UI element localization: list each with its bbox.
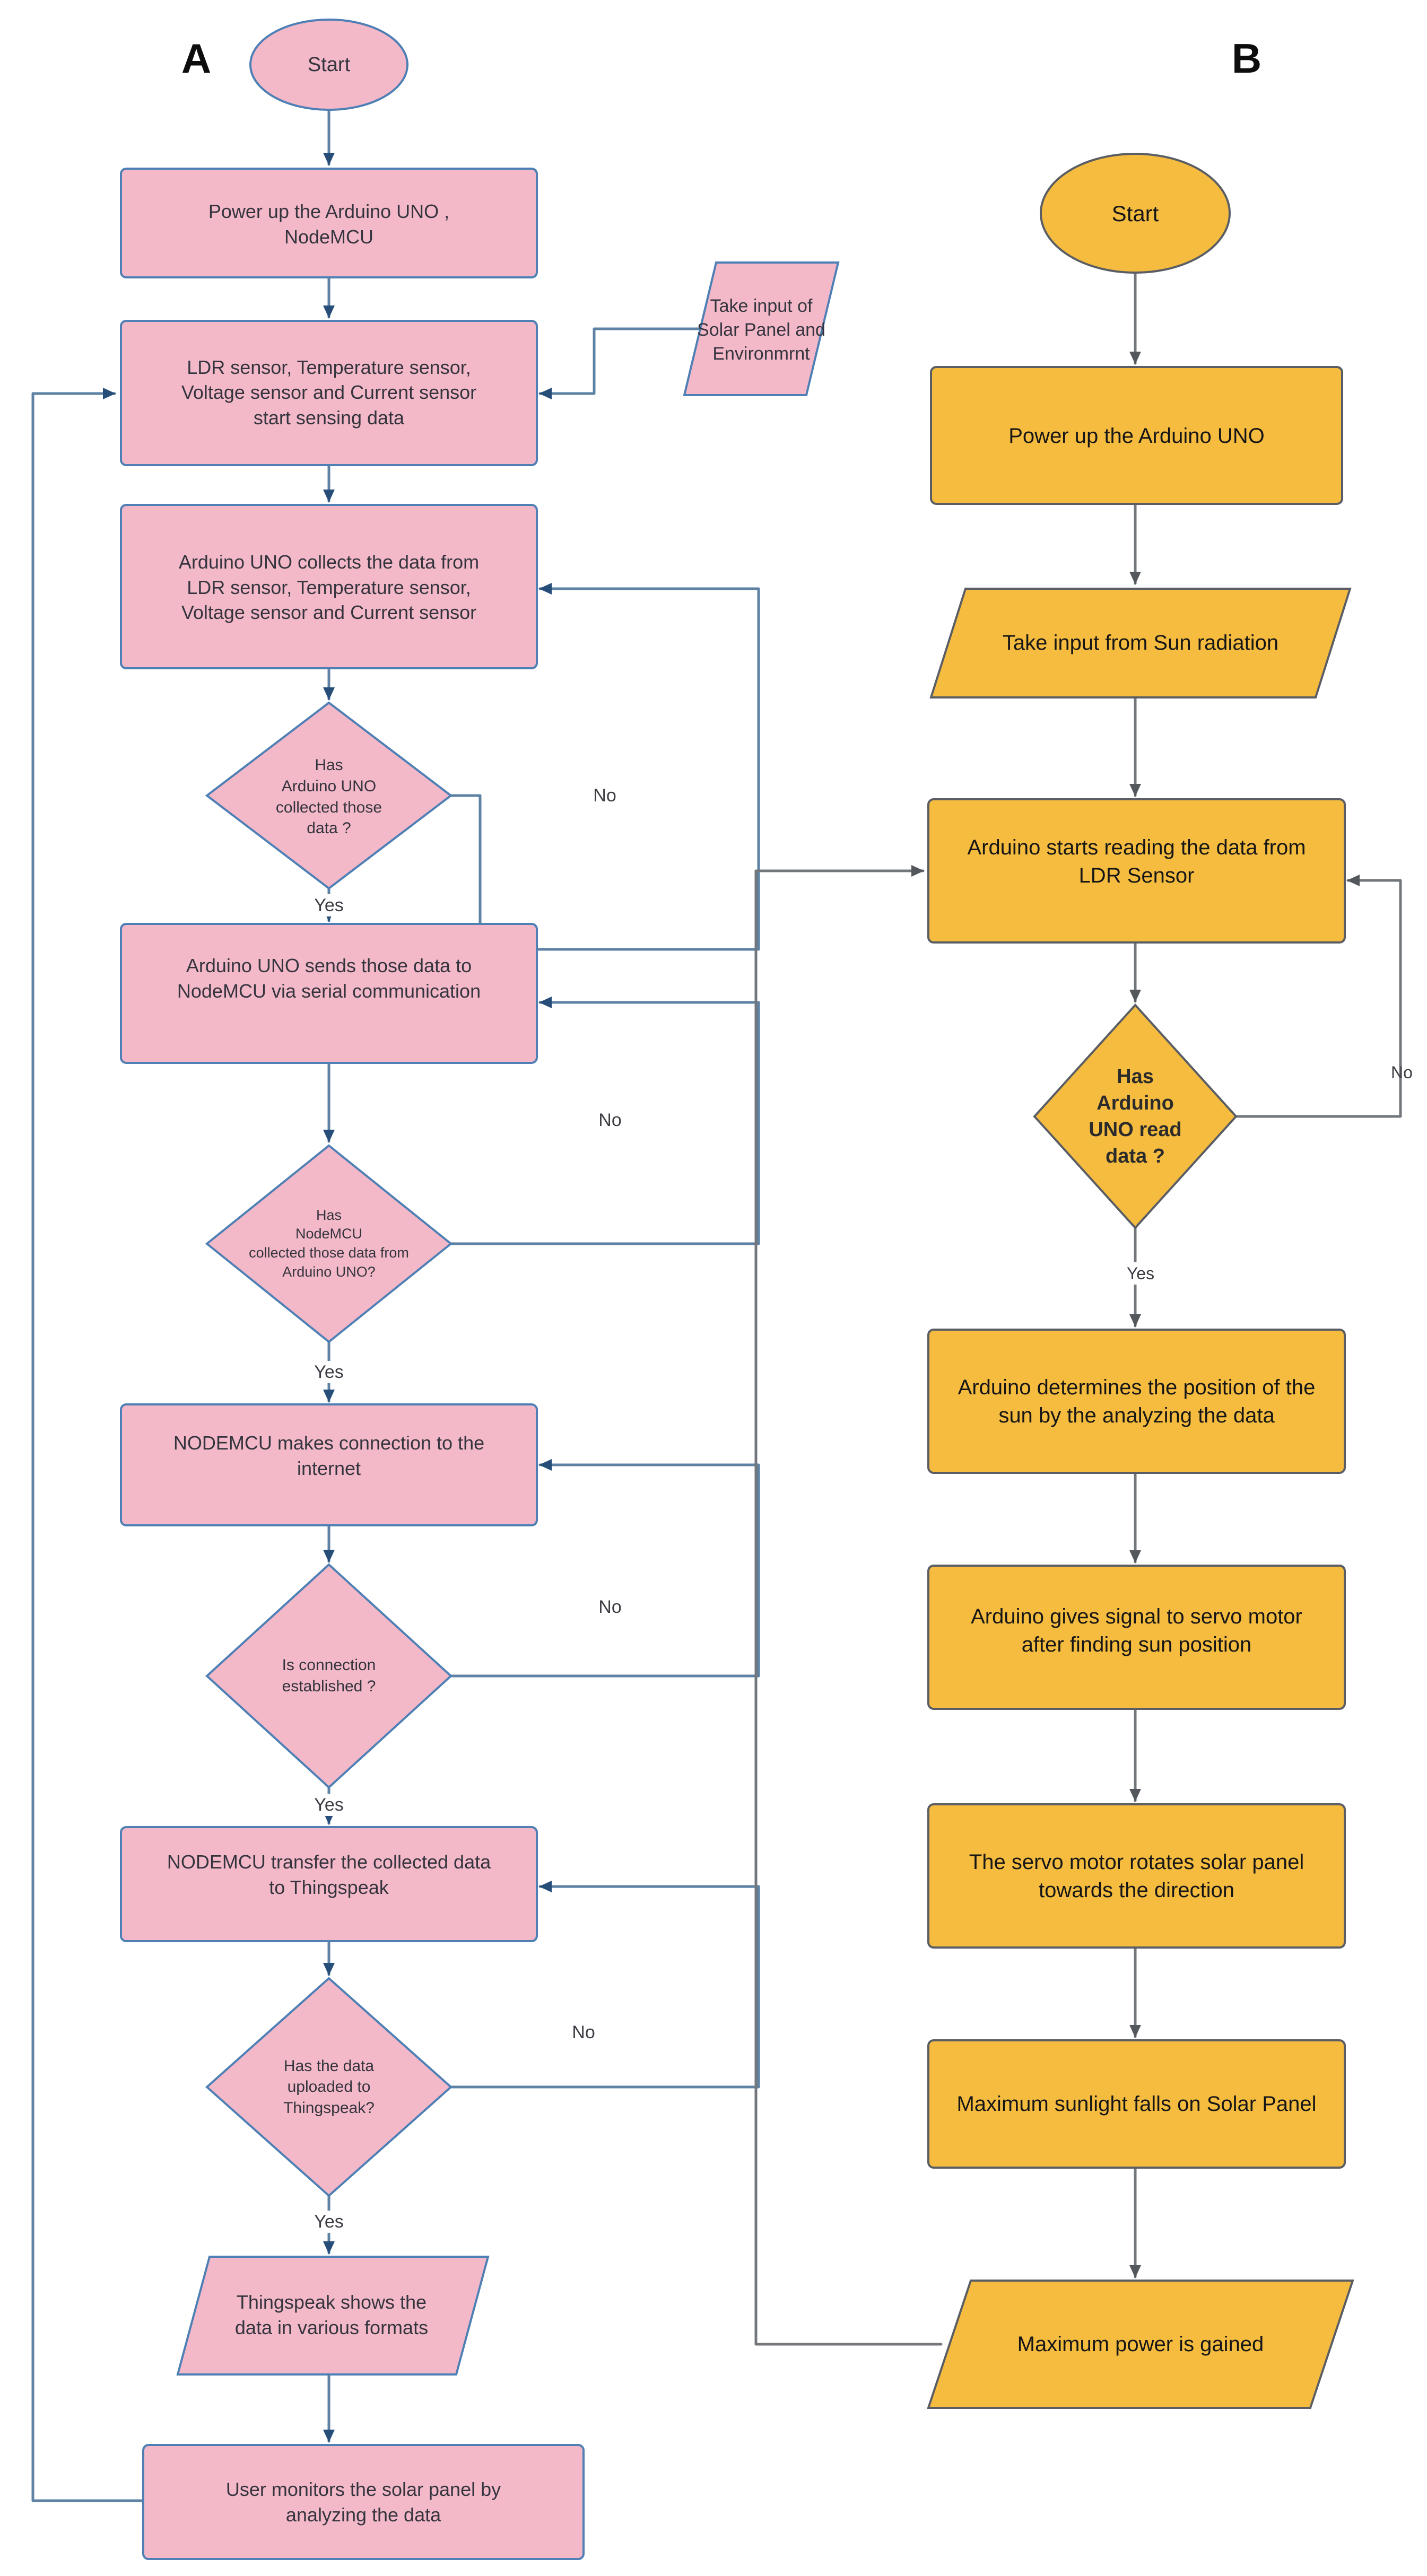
b-io-power-gained — [927, 2280, 1354, 2409]
b-decision-read — [1033, 1003, 1238, 1229]
a-io-take-input — [683, 261, 840, 396]
a-decision-received — [205, 1144, 453, 1343]
a-io-shows — [176, 2256, 490, 2376]
b-process-reads — [927, 798, 1346, 944]
a-process-power-up — [120, 168, 538, 278]
b-process-determines — [927, 1329, 1346, 1474]
a-start-terminator — [249, 19, 408, 111]
a-process-collects — [120, 504, 538, 669]
b-io-take-input — [929, 588, 1352, 698]
a-decision-collected — [205, 701, 453, 890]
arrow-b-power-gained-feedback-loop — [754, 865, 943, 2346]
b-process-sunlight — [927, 2039, 1346, 2169]
a-decision-uploaded — [205, 1977, 453, 2197]
a-decision-connection — [205, 1563, 453, 1789]
a-process-transfers — [120, 1826, 538, 1942]
arrow-a-decision2-no-loop — [449, 997, 760, 1245]
arrow-b-decision-no-loop — [1234, 875, 1402, 1118]
a-process-sensors-sense — [120, 320, 538, 466]
a-process-connects — [120, 1403, 538, 1526]
b-process-power-up — [930, 366, 1343, 505]
arrow-a-monitors-feedback-loop — [31, 388, 147, 2502]
b-process-rotates — [927, 1803, 1346, 1949]
b-start-terminator — [1040, 153, 1231, 274]
arrow-a-decision3-no-loop — [449, 1459, 760, 1678]
a-process-monitors — [142, 2444, 585, 2560]
a-process-sends — [120, 923, 538, 1064]
arrow-a-decision4-no-loop — [449, 1881, 760, 2089]
arrow-a-decision1-no-loop — [449, 583, 760, 951]
b-process-signals — [927, 1565, 1346, 1710]
arrow-a-input-to-sensors — [538, 327, 700, 399]
